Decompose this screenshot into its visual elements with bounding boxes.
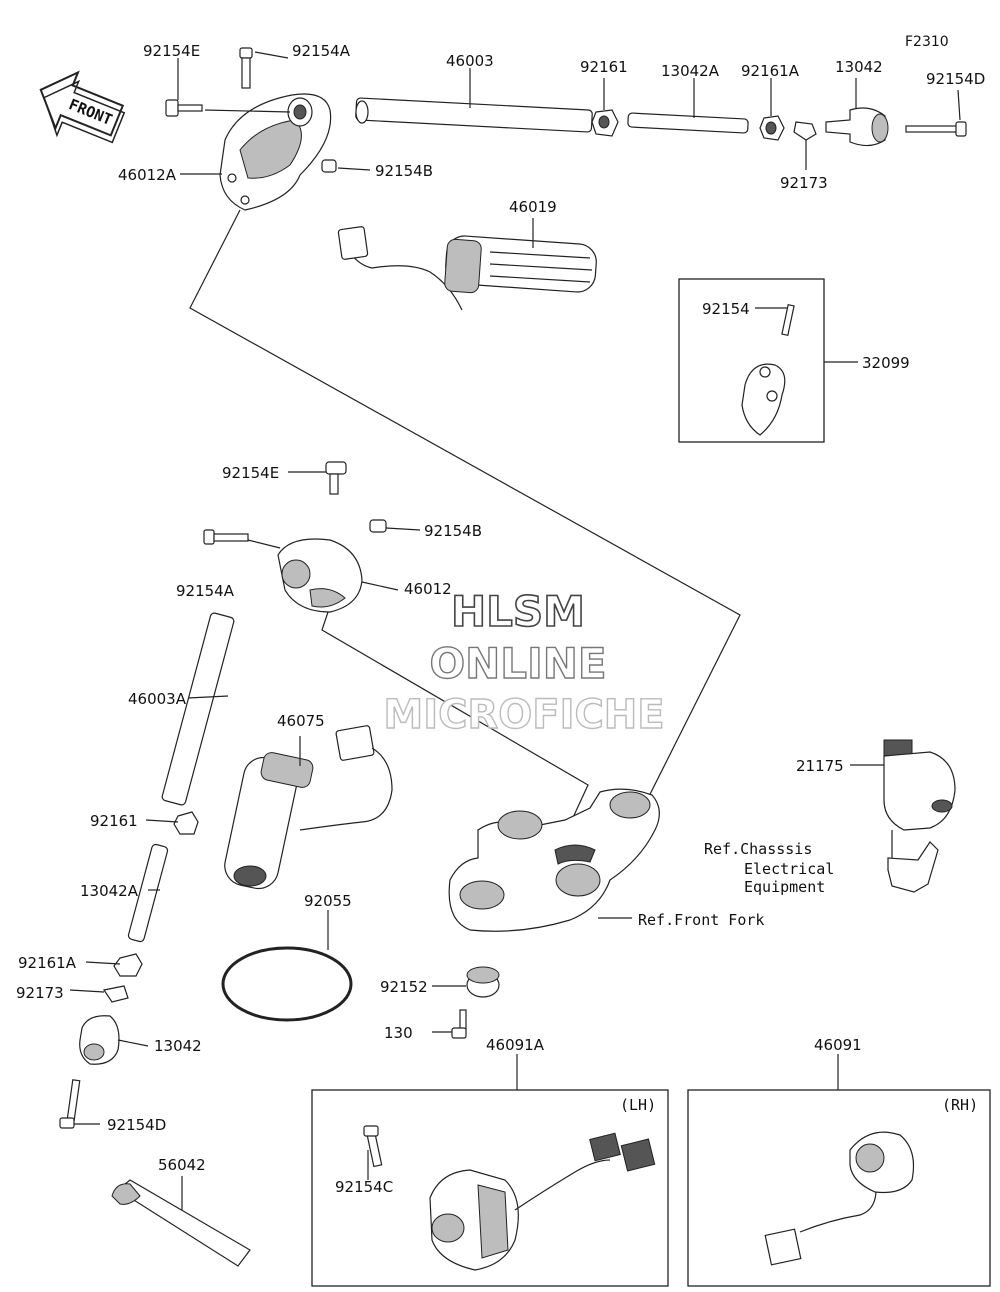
callout-13042A-top: 13042A [661, 62, 720, 80]
bolt-130 [451, 1009, 467, 1039]
callout-92055: 92055 [304, 892, 352, 910]
callout-92161-top: 92161 [580, 58, 628, 76]
callout-32099: 32099 [862, 354, 910, 372]
handlebar-clamp-46012A [219, 93, 332, 211]
callout-46003: 46003 [446, 52, 494, 70]
nut-92161A-top [759, 115, 785, 141]
callout-92154B-mid: 92154B [424, 522, 482, 540]
bolt-92154B-mid [369, 519, 387, 533]
label-lh: (LH) [620, 1096, 656, 1114]
callout-46019: 46019 [509, 198, 557, 216]
weight-shaft-13042A-low [127, 843, 169, 943]
callout-46003A: 46003A [128, 690, 187, 708]
callout-46091A: 46091A [486, 1036, 545, 1054]
grease-tube-56042 [111, 1179, 251, 1267]
sensor-box-32099 [678, 278, 825, 443]
bolt-92154A-top [239, 47, 253, 89]
handlebar-46003 [355, 97, 593, 133]
callout-46012: 46012 [404, 580, 452, 598]
callout-92154: 92154 [702, 300, 750, 318]
ref-chassis-line3: Equipment [744, 878, 825, 896]
callout-46091: 46091 [814, 1036, 862, 1054]
label-rh: (RH) [942, 1096, 978, 1114]
bolt-92154E-top [165, 99, 203, 117]
weight-shaft-13042A-top [627, 112, 749, 134]
throttle-grip-46019 [337, 226, 597, 311]
callout-92154D-top: 92154D [926, 70, 985, 88]
bolt-92154B-top [321, 159, 337, 173]
callout-92173-top: 92173 [780, 174, 828, 192]
callout-92154A-top: 92154A [292, 42, 351, 60]
nut-92161A-low [113, 953, 143, 977]
ref-front-fork: Ref.Front Fork [638, 911, 764, 929]
bolt-92154D-top [905, 121, 967, 137]
watermark-line2: ONLINE [429, 639, 606, 688]
callout-92154B-top: 92154B [375, 162, 433, 180]
callout-92161A-top: 92161A [741, 62, 800, 80]
damper-92152 [466, 966, 500, 998]
callout-92161A-low: 92161A [18, 954, 77, 972]
callout-46012A: 46012A [118, 166, 177, 184]
callout-46075: 46075 [277, 712, 325, 730]
callout-92173-low: 92173 [16, 984, 64, 1002]
clip-92173-low [103, 985, 129, 1003]
ref-chassis-line1: Ref.Chasssis [704, 840, 812, 858]
callout-92154E-top: 92154E [143, 42, 200, 60]
front-arrow-icon: FRONT [39, 70, 126, 144]
switch-46091A [363, 1125, 656, 1271]
callout-13042-top: 13042 [835, 58, 883, 76]
callout-92154E-mid: 92154E [222, 464, 279, 482]
nut-92161-low [173, 811, 199, 835]
relay-21175 [883, 739, 956, 831]
switch-box-lh [311, 1089, 669, 1287]
callout-92154D-low: 92154D [107, 1116, 166, 1134]
switch-box-rh [687, 1089, 991, 1287]
bolt-92154D-low [59, 1079, 81, 1129]
switch-46091 [764, 1131, 915, 1266]
weight-13042-low [79, 1015, 120, 1065]
bolt-92154E-mid [325, 461, 347, 495]
watermark-line3: MICROFICHE [383, 692, 664, 738]
handlebar-46003A [161, 612, 235, 806]
callout-21175: 21175 [796, 757, 844, 775]
throttle-grip-46075 [224, 725, 393, 890]
callout-labels: 92154E 92154A 46003 92161 13042A 92161A … [16, 42, 985, 1196]
figure-code: F2310 [905, 34, 949, 50]
callout-92161-low: 92161 [90, 812, 138, 830]
bolt-92154A-mid [203, 529, 249, 545]
callout-92152: 92152 [380, 978, 428, 996]
callout-13042-low: 13042 [154, 1037, 202, 1055]
callout-56042: 56042 [158, 1156, 206, 1174]
relay-bracket [887, 841, 939, 893]
ref-chassis-line2: Electrical [744, 860, 834, 878]
callout-13042A-low: 13042A [80, 882, 139, 900]
watermark-line1: HLSM [451, 587, 585, 636]
callout-130: 130 [384, 1024, 413, 1042]
steering-stem-head [448, 788, 660, 932]
sensor-32099 [741, 303, 795, 436]
callout-92154A-mid: 92154A [176, 582, 235, 600]
callout-92154C: 92154C [335, 1178, 393, 1196]
leader-lines [69, 51, 961, 1210]
weight-13042-top [825, 107, 889, 147]
grip-ring-92055 [221, 946, 353, 1022]
handlebar-clamp-46012 [277, 538, 363, 613]
clip-92173-top [793, 121, 817, 141]
nut-92161-top [591, 109, 619, 137]
